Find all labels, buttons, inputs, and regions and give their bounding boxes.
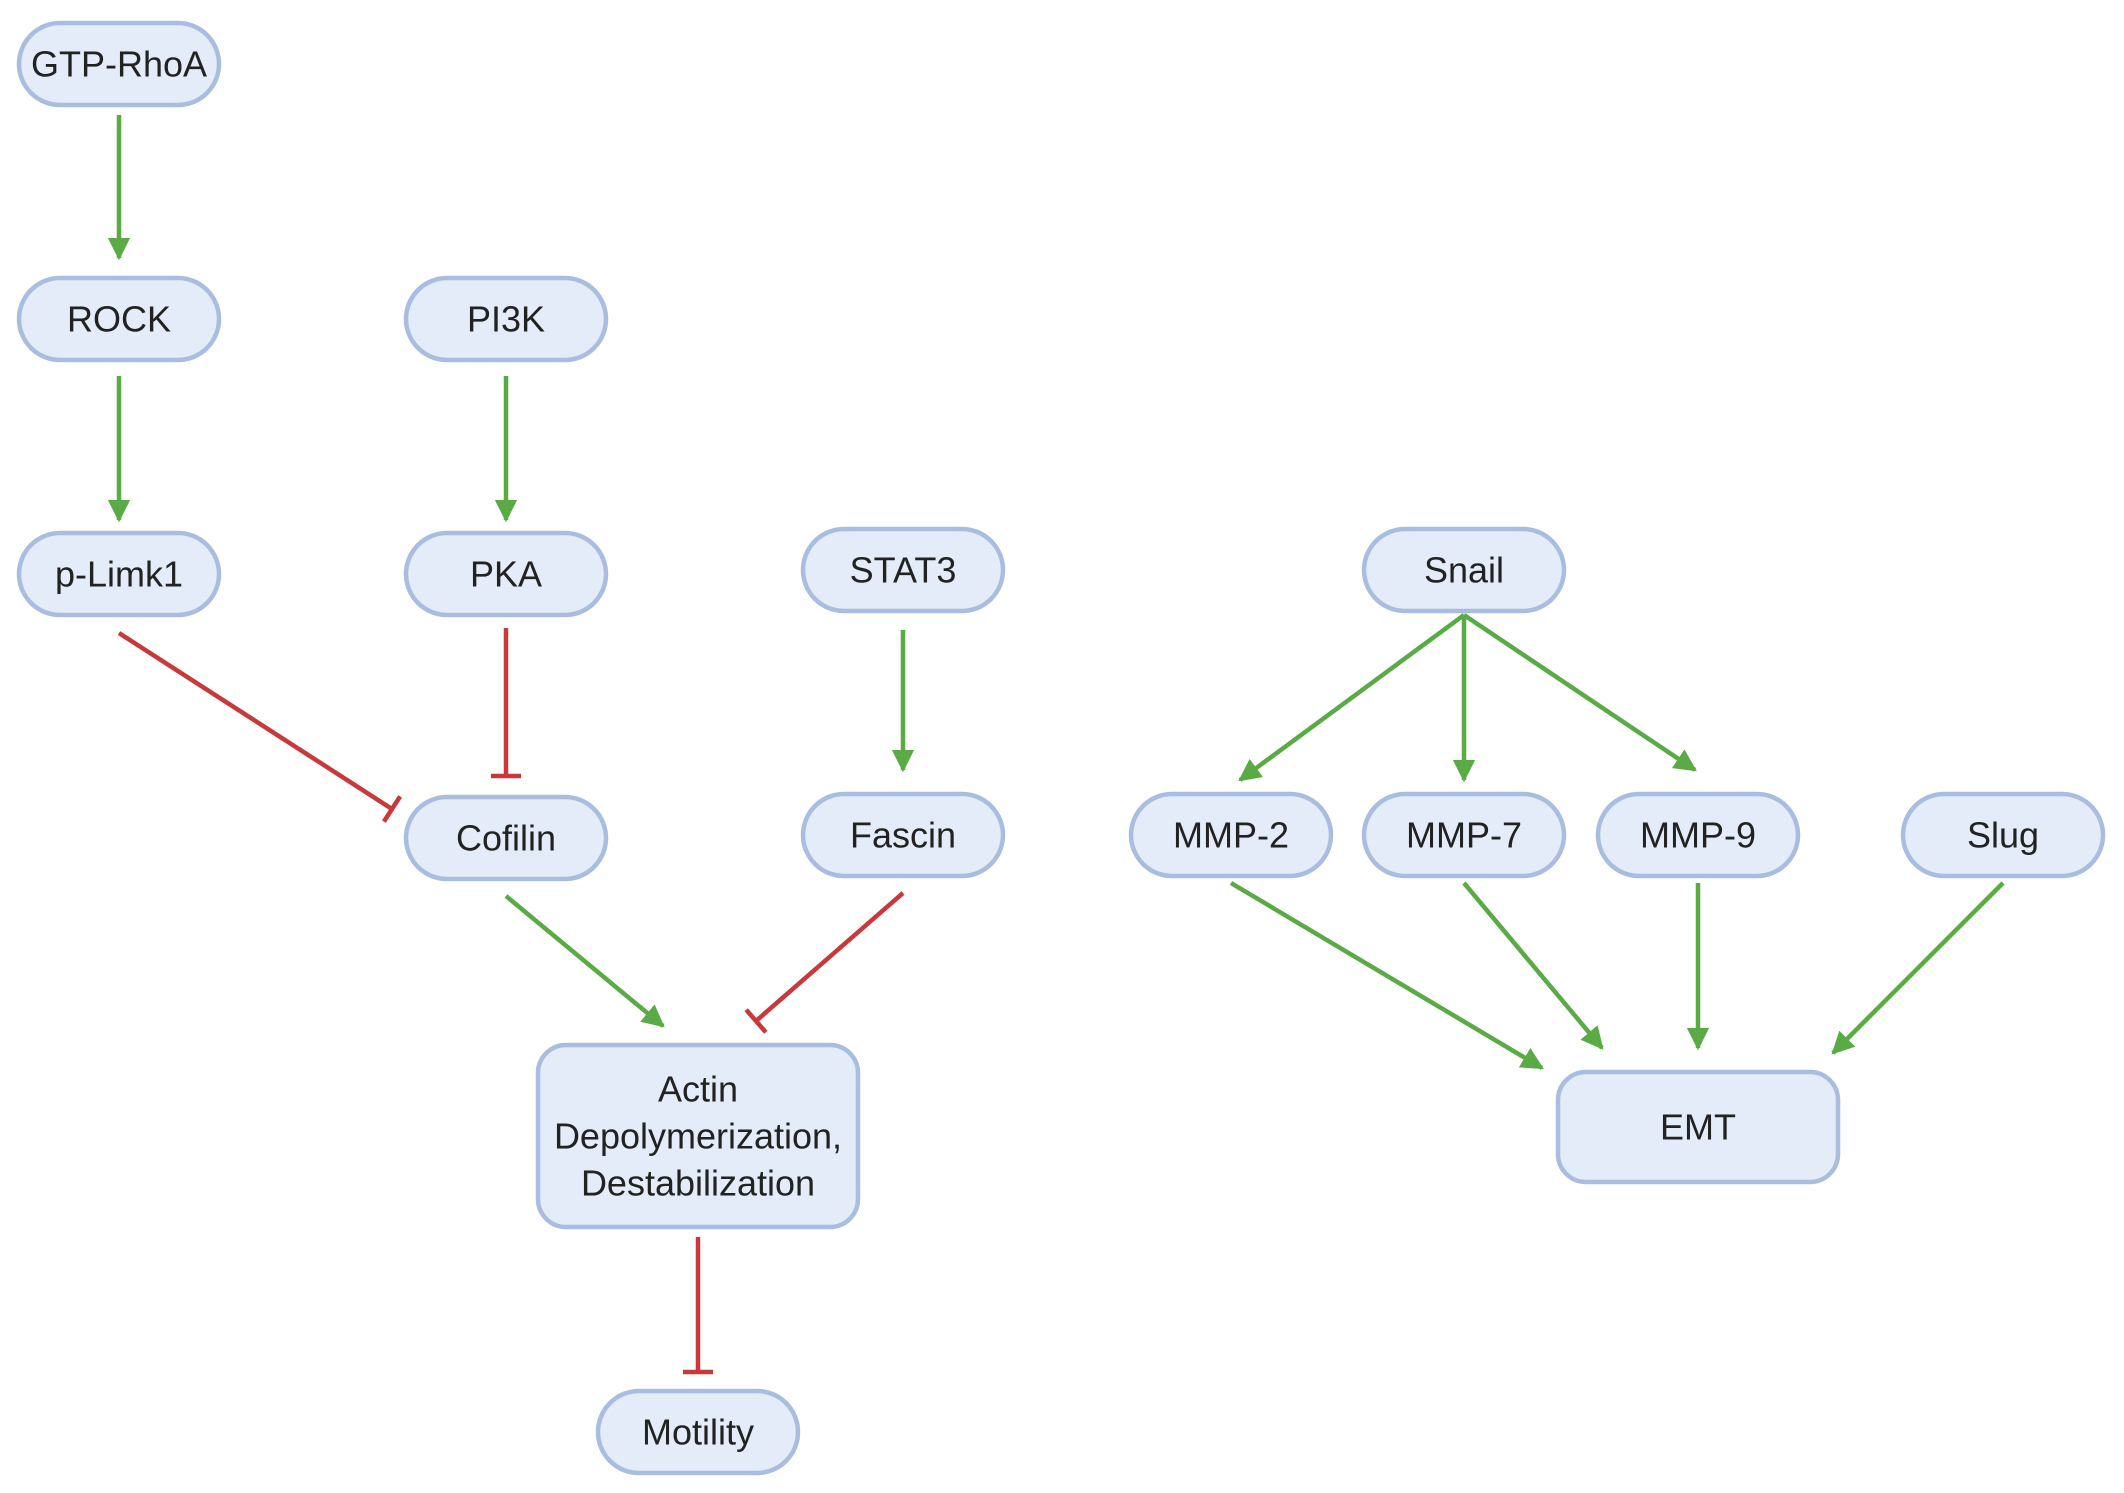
node-box-p-limk1 [16, 530, 222, 618]
node-label-actin-line-1: Actin [658, 1069, 738, 1110]
node-label-cofilin: Cofilin [456, 818, 556, 859]
node-label-p-limk1: p-Limk1 [55, 554, 183, 595]
node-label-actin-line-2: Depolymerization, [554, 1116, 842, 1157]
node-box-pi3k [403, 275, 609, 363]
node-stat3: STAT3 [800, 526, 1006, 614]
node-label-mmp-7: MMP-7 [1406, 815, 1522, 856]
node-box-pka [403, 530, 609, 618]
node-label-rock: ROCK [67, 299, 171, 340]
node-emt: EMT [1555, 1069, 1841, 1185]
node-box-actin [535, 1042, 861, 1230]
node-label-emt: EMT [1660, 1107, 1736, 1148]
node-label-gtp-rhoa: GTP-RhoA [31, 44, 207, 85]
inhibition-bar-p-limk1-to-cofilin [381, 795, 403, 823]
node-p-limk1: p-Limk1 [16, 530, 222, 618]
inhibition-edge-p-limk1-to-cofilin [117, 631, 394, 811]
inhibition-bar-fascin-to-actin [744, 1008, 768, 1034]
node-motility: Motility [595, 1388, 801, 1476]
node-box-mmp-7 [1361, 791, 1567, 879]
node-gtp-rhoa: GTP-RhoA [16, 20, 222, 108]
node-label-mmp-2: MMP-2 [1173, 815, 1289, 856]
activation-arrow-snail-to-mmp-2 [1238, 613, 1466, 782]
activation-arrow-slug-to-emt [1831, 881, 2005, 1055]
node-cofilin: Cofilin [403, 794, 609, 882]
node-fascin: Fascin [800, 791, 1006, 879]
node-label-snail: Snail [1424, 550, 1504, 591]
node-box-rock [16, 275, 222, 363]
node-label-pi3k: PI3K [467, 299, 545, 340]
node-label-pka: PKA [470, 554, 542, 595]
node-label-mmp-9: MMP-9 [1640, 815, 1756, 856]
node-box-fascin [800, 791, 1006, 879]
inhibition-edge-fascin-to-actin [754, 891, 905, 1023]
activation-arrow-cofilin-to-actin [504, 894, 665, 1028]
node-pka: PKA [403, 530, 609, 618]
node-pi3k: PI3K [403, 275, 609, 363]
node-label-fascin: Fascin [850, 815, 956, 856]
node-box-cofilin [403, 794, 609, 882]
activation-arrow-snail-to-mmp-9 [1462, 613, 1697, 772]
node-box-slug [1900, 791, 2106, 879]
node-label-stat3: STAT3 [850, 550, 957, 591]
node-mmp-7: MMP-7 [1361, 791, 1567, 879]
node-label-slug: Slug [1967, 815, 2039, 856]
node-slug: Slug [1900, 791, 2106, 879]
node-box-emt [1555, 1069, 1841, 1185]
node-label-actin-line-3: Destabilization [581, 1163, 815, 1204]
node-box-mmp-9 [1595, 791, 1801, 879]
node-box-snail [1361, 526, 1567, 614]
activation-arrow-mmp-2-to-emt [1229, 881, 1544, 1070]
node-box-stat3 [800, 526, 1006, 614]
node-mmp-9: MMP-9 [1595, 791, 1801, 879]
node-box-gtp-rhoa [16, 20, 222, 108]
node-box-motility [595, 1388, 801, 1476]
activation-arrow-mmp-7-to-emt [1462, 881, 1604, 1050]
node-label-motility: Motility [642, 1412, 754, 1453]
node-box-mmp-2 [1128, 791, 1334, 879]
node-snail: Snail [1361, 526, 1567, 614]
node-rock: ROCK [16, 275, 222, 363]
node-mmp-2: MMP-2 [1128, 791, 1334, 879]
edges-layer [107, 115, 2005, 1375]
